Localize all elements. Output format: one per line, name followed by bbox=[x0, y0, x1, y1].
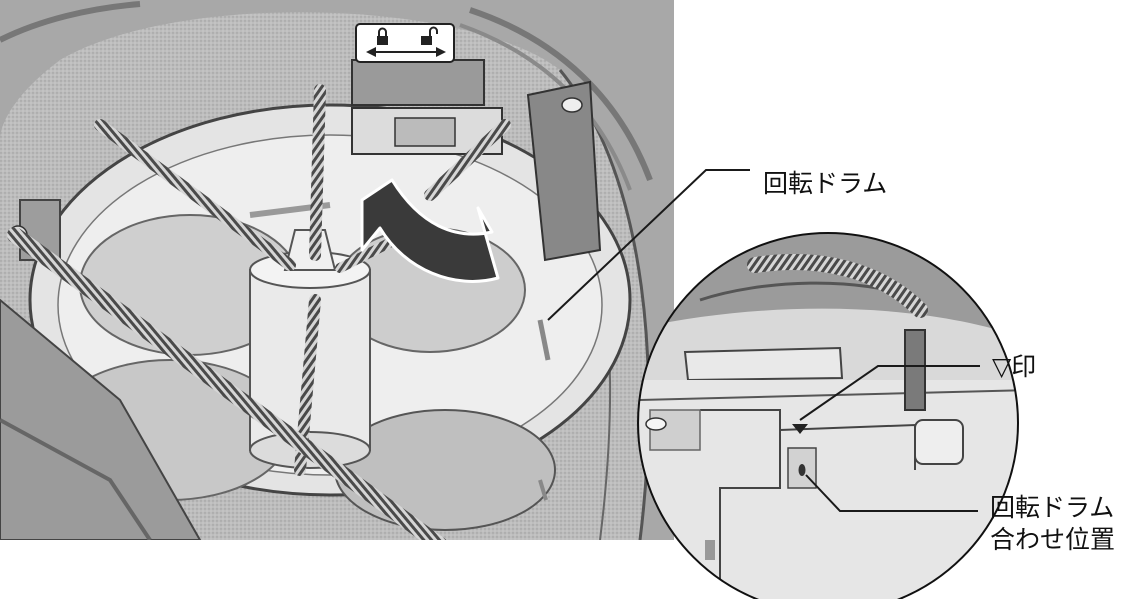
zoom-circle-border bbox=[637, 232, 1019, 599]
alignment-leader-line bbox=[805, 474, 978, 512]
alignment-label-line1: 回転ドラム bbox=[990, 493, 1115, 522]
alignment-label-line2: 合わせ位置 bbox=[990, 525, 1116, 554]
lock-indicator bbox=[355, 23, 455, 63]
drum-leader-line bbox=[547, 169, 750, 321]
main-photo bbox=[0, 0, 674, 540]
triangle-mark-label: ▽印 bbox=[992, 352, 1037, 381]
alignment-position-label: 回転ドラム 合わせ位置 bbox=[990, 492, 1115, 556]
lock-icon bbox=[377, 27, 388, 45]
zoom-detail bbox=[638, 233, 1018, 599]
unlock-icon bbox=[421, 26, 438, 45]
rotating-drum-label: 回転ドラム bbox=[763, 169, 888, 198]
curved-arrow-icon bbox=[360, 178, 500, 283]
double-arrow-icon bbox=[366, 47, 446, 57]
mark-leader-line bbox=[799, 365, 980, 421]
